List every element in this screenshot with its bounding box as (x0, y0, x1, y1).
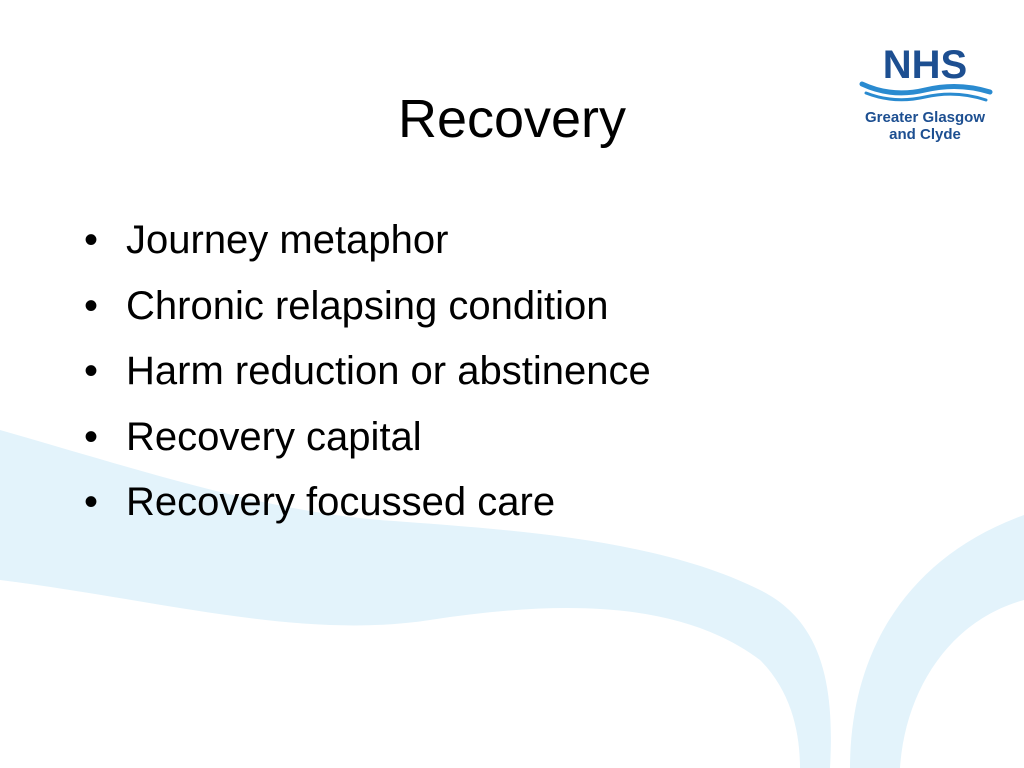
bullet-item: • Harm reduction or abstinence (84, 339, 944, 405)
bullet-dot: • (84, 349, 99, 393)
bullet-text: Chronic relapsing condition (126, 283, 609, 328)
bullet-dot: • (84, 283, 99, 328)
bullet-item: • Journey metaphor (84, 208, 944, 274)
bullet-text: Harm reduction or abstinence (126, 349, 651, 393)
slide-title: Recovery (397, 89, 627, 149)
nhs-region-line2: and Clyde (889, 126, 961, 143)
bullet-text: Recovery focussed care (126, 480, 556, 524)
bullet-item: • Chronic relapsing condition (84, 274, 944, 340)
bullet-text: Recovery capital (126, 414, 422, 459)
bullet-list: • Journey metaphor • Chronic relapsing c… (84, 208, 944, 536)
nhs-logo: NHS Greater Glasgow and Clyde (852, 40, 1002, 150)
bullet-item: • Recovery capital (84, 405, 944, 471)
nhs-logo-text: NHS (883, 43, 967, 87)
nhs-region-line1: Greater Glasgow (865, 109, 985, 126)
bullet-dot: • (84, 414, 99, 459)
bullet-text: Journey metaphor (126, 218, 449, 262)
nhs-wave-icon (859, 81, 993, 96)
bullet-dot: • (84, 480, 99, 524)
bullet-item: • Recovery focussed care (84, 470, 944, 536)
bullet-dot: • (84, 218, 99, 262)
